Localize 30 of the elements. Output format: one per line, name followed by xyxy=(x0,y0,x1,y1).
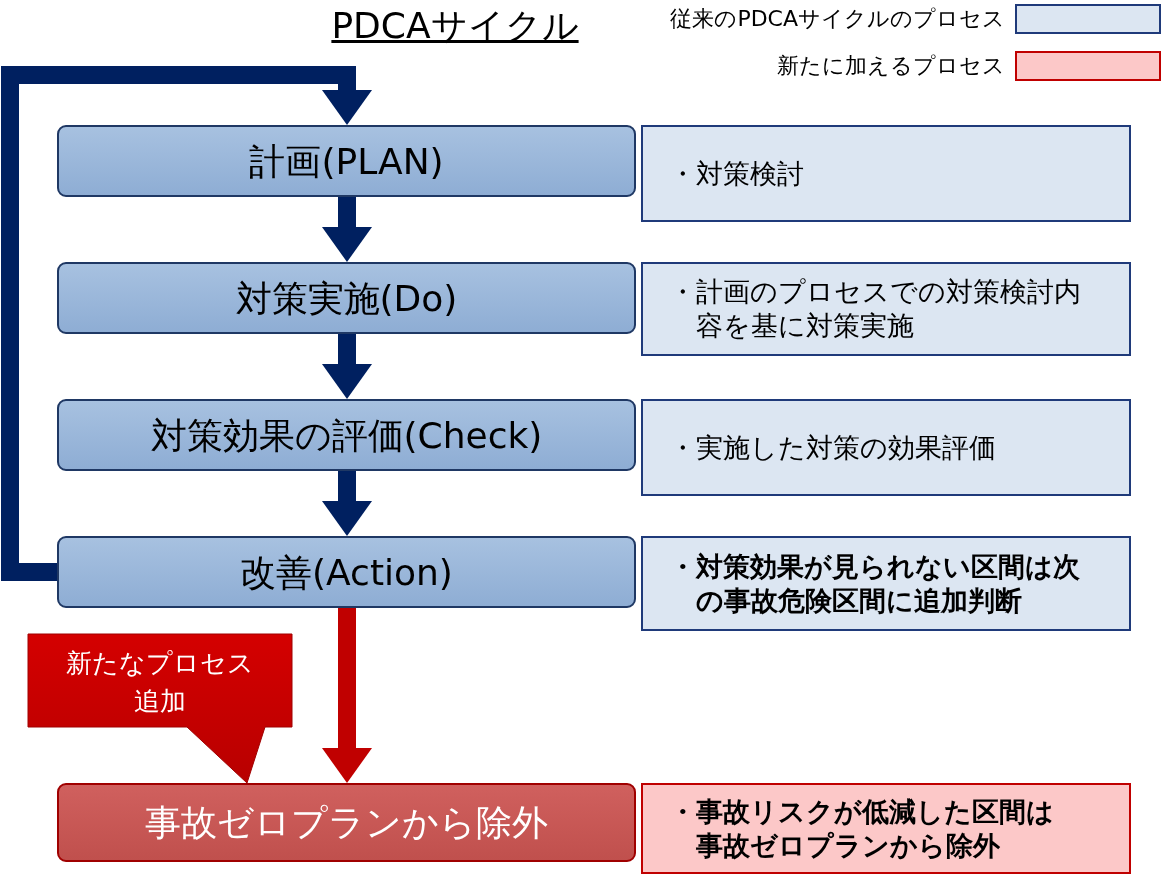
legend-label: 新たに加えるプロセス xyxy=(777,52,1005,80)
process-box xyxy=(57,536,636,608)
process-box xyxy=(57,125,636,197)
note-box xyxy=(641,783,1131,874)
note-box xyxy=(641,125,1131,222)
process-label: 対策効果の評価(Check) xyxy=(150,413,543,458)
note-box xyxy=(641,536,1131,631)
process-box xyxy=(57,399,636,471)
flow-arrow xyxy=(322,471,372,536)
legend-label: 従来のPDCAサイクルのプロセス xyxy=(670,5,1005,33)
callout-bubble xyxy=(27,633,293,784)
note-box xyxy=(641,399,1131,496)
flow-arrow xyxy=(1,66,372,581)
note-text: ・対策検討 xyxy=(669,156,805,191)
note-text: ・計画のプロセスでの対策検討内容を基に対策実施 xyxy=(669,275,1082,343)
flow-arrow xyxy=(322,197,372,262)
process-label: 事故ゼロプランから除外 xyxy=(145,801,548,845)
note-text: ・実施した対策の効果評価 xyxy=(669,430,997,465)
diagram-title: PDCAサイクル xyxy=(330,4,580,48)
note-box xyxy=(641,262,1131,356)
flow-arrow xyxy=(322,608,372,783)
process-box xyxy=(57,262,636,334)
flow-arrow xyxy=(322,334,372,399)
note-text: ・対策効果が見られない区間は次の事故危険区間に追加判断 xyxy=(669,549,1081,618)
process-label: 計画(PLAN) xyxy=(249,139,444,184)
process-label: 対策実施(Do) xyxy=(235,276,458,321)
process-label: 改善(Action) xyxy=(240,550,453,595)
callout-text: 新たなプロセス追加 xyxy=(65,647,255,718)
process-box xyxy=(57,783,636,862)
note-text: ・事故リスクが低減した区間は事故ゼロプランから除外 xyxy=(669,794,1055,863)
